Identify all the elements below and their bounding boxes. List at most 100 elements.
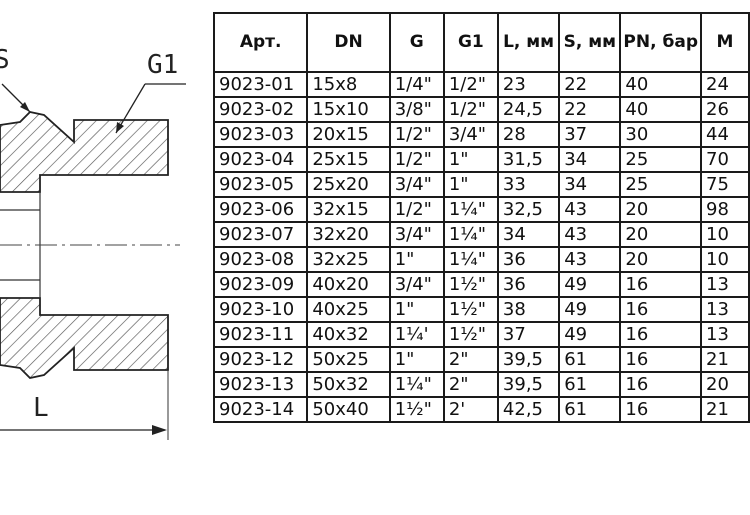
cell-art: 9023-01: [212, 71, 309, 98]
cell-g: 1/2": [388, 121, 445, 148]
cell-pn: 16: [619, 371, 702, 398]
cell-dn: 50x32: [306, 371, 391, 398]
header-g: G: [388, 12, 445, 73]
cell-g1: 3/4": [442, 121, 499, 148]
cell-s: 34: [558, 146, 622, 173]
cell-s: 22: [558, 71, 622, 98]
cell-l: 34: [496, 221, 561, 248]
cell-art: 9023-11: [212, 321, 309, 348]
cell-dn: 25x15: [306, 146, 391, 173]
cell-g: 1½": [388, 396, 445, 423]
cell-s: 49: [558, 321, 622, 348]
cell-s: 61: [558, 371, 622, 398]
cell-g1: 1": [442, 171, 499, 198]
cell-l: 28: [496, 121, 561, 148]
cell-s: 49: [558, 271, 622, 298]
label-g1: G1: [147, 50, 178, 80]
cell-g1: 2": [442, 371, 499, 398]
header-l: L, мм: [496, 12, 561, 73]
cell-dn: 32x25: [306, 246, 391, 273]
cell-g1: 1/2": [442, 96, 499, 123]
header-art: Арт.: [212, 12, 309, 73]
cell-m: 10: [700, 221, 750, 248]
cell-dn: 15x10: [306, 96, 391, 123]
cell-pn: 20: [619, 221, 702, 248]
cell-g1: 1/2": [442, 71, 499, 98]
cell-g1: 1½": [442, 271, 499, 298]
cell-art: 9023-08: [212, 246, 309, 273]
cell-l: 36: [496, 246, 561, 273]
cell-l: 24,5: [496, 96, 561, 123]
cell-g: 1/4": [388, 71, 445, 98]
cell-art: 9023-09: [212, 271, 309, 298]
dimension-arrow-l: [152, 425, 167, 435]
cell-m: 20: [700, 371, 750, 398]
cell-g: 3/4": [388, 171, 445, 198]
label-l: L: [33, 393, 49, 423]
header-g1: G1: [442, 12, 499, 73]
cell-pn: 30: [619, 121, 702, 148]
cell-g1: 1½": [442, 296, 499, 323]
cell-g1: 1¼": [442, 196, 499, 223]
cell-g: 1": [388, 246, 445, 273]
cell-dn: 50x25: [306, 346, 391, 373]
cell-g: 1": [388, 346, 445, 373]
leader-s-arrow: [20, 102, 30, 112]
cell-m: 98: [700, 196, 750, 223]
header-dn: DN: [306, 12, 391, 73]
cell-pn: 40: [619, 71, 702, 98]
label-s: S: [0, 45, 10, 75]
cell-art: 9023-12: [212, 346, 309, 373]
cell-m: 13: [700, 271, 750, 298]
cell-pn: 40: [619, 96, 702, 123]
cell-art: 9023-07: [212, 221, 309, 248]
header-row: Арт. DN G G1 L, мм S, мм PN, бар М: [212, 12, 750, 73]
cell-m: 70: [700, 146, 750, 173]
cell-s: 61: [558, 396, 622, 423]
cell-m: 21: [700, 396, 750, 423]
cell-g: 1": [388, 296, 445, 323]
cell-pn: 16: [619, 346, 702, 373]
cell-g1: 1¼": [442, 246, 499, 273]
cell-s: 34: [558, 171, 622, 198]
cell-dn: 50x40: [306, 396, 391, 423]
cell-l: 39,5: [496, 346, 561, 373]
cell-dn: 40x25: [306, 296, 391, 323]
fitting-drawing: S G1 L: [0, 45, 186, 440]
cell-g: 1¼": [388, 371, 445, 398]
cell-s: 37: [558, 121, 622, 148]
cell-l: 42,5: [496, 396, 561, 423]
cell-pn: 20: [619, 196, 702, 223]
cell-l: 37: [496, 321, 561, 348]
cell-dn: 40x32: [306, 321, 391, 348]
cell-g: 3/8": [388, 96, 445, 123]
cell-l: 36: [496, 271, 561, 298]
cell-g: 1/2": [388, 196, 445, 223]
lower-wall-section: [0, 297, 169, 379]
cell-art: 9023-05: [212, 171, 309, 198]
cell-m: 26: [700, 96, 750, 123]
cell-g: 3/4": [388, 271, 445, 298]
header-s: S, мм: [558, 12, 622, 73]
cell-l: 23: [496, 71, 561, 98]
cell-l: 33: [496, 171, 561, 198]
cell-dn: 32x20: [306, 221, 391, 248]
cell-s: 43: [558, 196, 622, 223]
upper-wall-section: [0, 111, 169, 193]
cell-g1: 2': [442, 396, 499, 423]
cell-g: 1/2": [388, 146, 445, 173]
cell-m: 24: [700, 71, 750, 98]
cell-s: 43: [558, 246, 622, 273]
cell-m: 10: [700, 246, 750, 273]
cell-m: 13: [700, 296, 750, 323]
cell-l: 38: [496, 296, 561, 323]
